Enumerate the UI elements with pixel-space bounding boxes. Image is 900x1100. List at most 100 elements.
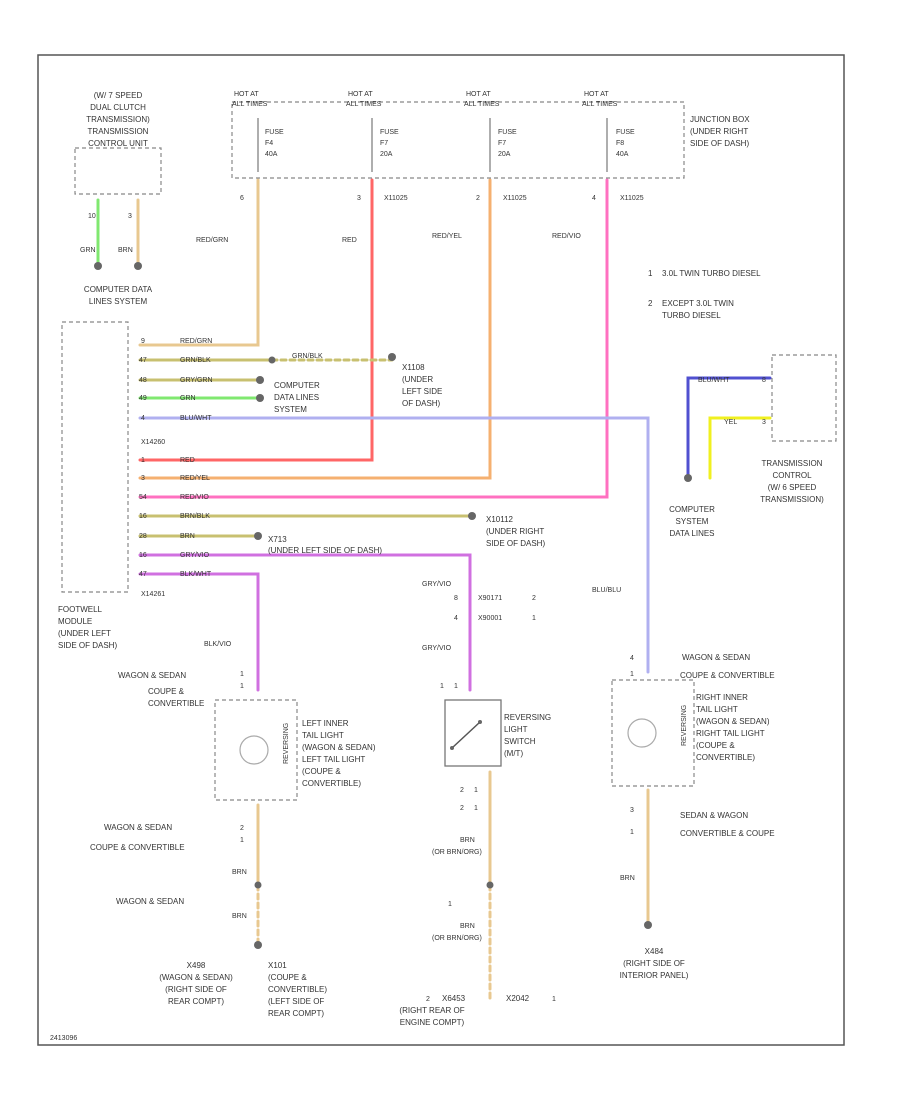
lamp-line: RIGHT INNER xyxy=(696,693,748,702)
fuse-pin: 2 xyxy=(476,195,480,202)
variant-label: CONVERTIBLE xyxy=(148,699,204,708)
note-number: 2 xyxy=(648,299,653,308)
tcu7-label: (W/ 7 SPEED DUAL CLUTCH TRANSMISSION) TR… xyxy=(86,91,150,148)
splice-desc: (UNDER RIGHT xyxy=(486,527,544,536)
switch-wire: (OR BRN/ORG) xyxy=(432,935,482,942)
fuse-connector: X11025 xyxy=(384,195,408,202)
pin-wire: RED/YEL xyxy=(180,475,210,482)
ground-line: (WAGON & SEDAN) xyxy=(159,973,233,982)
lamp-line: (COUPE & xyxy=(302,767,341,776)
pin-number: 16 xyxy=(139,513,147,520)
note-number: 1 xyxy=(648,269,653,278)
tcu7-pin: 3 xyxy=(128,213,132,220)
left-lamp-pin: 1 xyxy=(240,837,244,844)
pin-wire: BLU/WHT xyxy=(180,415,212,422)
right-lamp-wire: BRN xyxy=(620,875,635,882)
switch-pin: 1 xyxy=(440,683,444,690)
cdl-right-line: DATA LINES xyxy=(669,529,714,538)
splice-desc: OF DASH) xyxy=(402,399,441,408)
ground-dot xyxy=(254,941,262,949)
tcu6-line: TRANSMISSION xyxy=(762,459,823,468)
hot-label: ALL TIMES xyxy=(464,101,500,108)
wire-red xyxy=(138,178,374,462)
fuse-2: HOT AT ALL TIMES FUSE F7 20A 3 X11025 RE… xyxy=(342,91,408,244)
switch-line: (M/T) xyxy=(504,749,523,758)
variant-label: CONVERTIBLE & COUPE xyxy=(680,829,775,838)
lamp-line: TAIL LIGHT xyxy=(696,705,738,714)
switch-connector: X90001 xyxy=(478,615,502,622)
tcu6-pin: 8 xyxy=(762,377,766,384)
splice-wire: GRN/BLK xyxy=(292,353,323,360)
variant-label: COUPE & xyxy=(148,687,185,696)
ground-line: (COUPE & xyxy=(268,973,307,982)
fuse-amp: 40A xyxy=(616,151,629,158)
pin-wire: GRN/BLK xyxy=(180,357,211,364)
note-text: EXCEPT 3.0L TWIN xyxy=(662,299,734,308)
ground-dot xyxy=(254,881,262,889)
left-lamp-side-text: REVERSING xyxy=(283,723,290,764)
lamp-line: (COUPE & xyxy=(696,741,735,750)
left-lamp-wire: BRN xyxy=(232,913,247,920)
cdl-right-line: SYSTEM xyxy=(676,517,709,526)
pin-number: 16 xyxy=(139,552,147,559)
fuse-name: FUSE xyxy=(498,129,517,136)
splice-desc: SIDE OF DASH) xyxy=(486,539,545,548)
right-lamp-wire: BLU/BLU xyxy=(592,587,621,594)
fuse-name: FUSE xyxy=(616,129,635,136)
ground-line: X498 xyxy=(187,961,206,970)
fuse-symbols xyxy=(257,118,608,172)
pin-number: 3 xyxy=(141,475,145,482)
tcu6-line: TRANSMISSION) xyxy=(760,495,824,504)
splice-x10112: X10112 (UNDER RIGHT SIDE OF DASH) xyxy=(486,515,545,548)
right-lamp-label: RIGHT INNER TAIL LIGHT (WAGON & SEDAN) R… xyxy=(696,693,770,762)
lamp-line: RIGHT TAIL LIGHT xyxy=(696,729,765,738)
hot-label: ALL TIMES xyxy=(232,101,268,108)
switch-contact xyxy=(451,721,481,749)
fuse-wire: RED/GRN xyxy=(196,237,228,244)
wire-gry-vio xyxy=(138,553,472,692)
tcu7-line: DUAL CLUTCH xyxy=(90,103,146,112)
ground-line: X101 xyxy=(268,961,287,970)
hot-label: ALL TIMES xyxy=(582,101,618,108)
cdl-mid-line: DATA LINES xyxy=(274,393,319,402)
tcu6-line: CONTROL xyxy=(772,471,812,480)
junction-line: (UNDER RIGHT xyxy=(690,127,748,136)
wire-blk-wht xyxy=(138,572,260,692)
left-ground-1: X498 (WAGON & SEDAN) (RIGHT SIDE OF REAR… xyxy=(159,961,233,1006)
fuse-wire: RED/YEL xyxy=(432,233,462,240)
splice-dot xyxy=(388,353,396,361)
switch-contact-point xyxy=(478,720,482,724)
pin-wire: GRN xyxy=(180,395,196,402)
switch-pin: 1 xyxy=(474,805,478,812)
left-lamp-wire: BRN xyxy=(232,869,247,876)
switch-connector-pin: 2 xyxy=(532,595,536,602)
right-lamp-pin: 1 xyxy=(630,671,634,678)
footwell-module-box xyxy=(61,321,129,593)
left-ground-2: X101 (COUPE & CONVERTIBLE) (LEFT SIDE OF… xyxy=(268,961,327,1018)
wire-tcu6-blu xyxy=(686,376,772,480)
splice-dot xyxy=(256,376,264,384)
footwell-connector: X14261 xyxy=(141,591,165,598)
hot-label: HOT AT xyxy=(234,91,259,98)
right-lamp-side-text: REVERSING xyxy=(681,705,688,746)
wire-red-vio xyxy=(138,178,609,499)
switch-wire: BRN xyxy=(460,837,475,844)
splice-id: X713 xyxy=(268,535,287,544)
cdl-top-line: COMPUTER DATA xyxy=(84,285,153,294)
fuse-pin: 6 xyxy=(240,195,244,202)
ground-dot xyxy=(644,921,652,929)
switch-wire: (OR BRN/ORG) xyxy=(432,849,482,856)
cdl-mid-line: SYSTEM xyxy=(274,405,307,414)
cdl-right-label: COMPUTER SYSTEM DATA LINES xyxy=(669,505,715,538)
right-lamp-pin: 1 xyxy=(630,829,634,836)
variant-label: WAGON & SEDAN xyxy=(104,823,172,832)
switch-pin: 8 xyxy=(454,595,458,602)
switch-ground: X6453 (RIGHT REAR OF ENGINE COMPT) xyxy=(399,994,465,1027)
lamp-line: LEFT TAIL LIGHT xyxy=(302,755,365,764)
switch-pin: 4 xyxy=(454,615,458,622)
footwell-line: SIDE OF DASH) xyxy=(58,641,117,650)
footwell-label: FOOTWELL MODULE (UNDER LEFT SIDE OF DASH… xyxy=(58,605,117,650)
switch-wire: GRY/VIO xyxy=(422,645,452,652)
switch-connector: X90171 xyxy=(478,595,502,602)
ground-line: (RIGHT REAR OF xyxy=(399,1006,464,1015)
